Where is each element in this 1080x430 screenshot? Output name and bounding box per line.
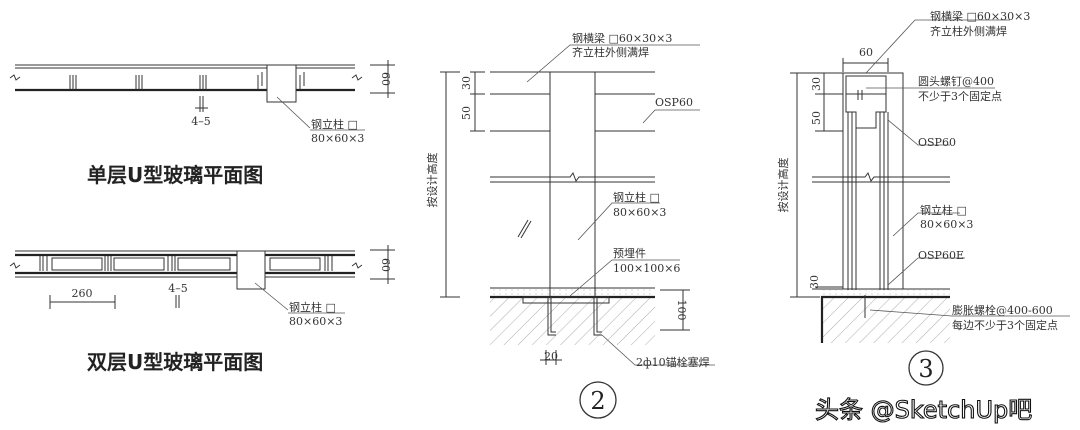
double-column-label: 钢立柱 □ <box>289 300 336 314</box>
s2-anchor-label: 2ф10锚栓塞焊 <box>636 355 710 369</box>
section-3-marker <box>908 350 944 386</box>
double-layer-plan <box>9 245 395 314</box>
single-gap-dim: 4–5 <box>191 115 211 128</box>
s3-bolt-label: 膨胀螺栓@400-600 <box>952 303 1053 317</box>
single-column-size: 80×60×3 <box>311 132 364 145</box>
s3-bolt-note: 每边不少于3个固定点 <box>952 318 1058 332</box>
s2-dim-100: 100 <box>675 300 688 321</box>
s3-screw-label: 圆头螺钉@400 <box>918 75 994 88</box>
watermark: 头条 @SketchUp吧 <box>815 396 1032 424</box>
s3-dim-30: 30 <box>810 77 823 91</box>
s3-profile-bottom-label: OSP60E <box>918 249 964 262</box>
s3-screw-note: 不少于3个固定点 <box>918 89 1002 103</box>
section-2-marker <box>579 381 617 419</box>
s2-dim-20: 20 <box>544 350 558 363</box>
s2-height-label: 按设计高度 <box>425 153 439 208</box>
double-column-size: 80×60×3 <box>289 315 342 328</box>
s2-beam-label: 钢横梁 □60×30×3 <box>572 31 672 45</box>
s2-embed-label: 预埋件 <box>613 247 646 260</box>
double-thickness-dim: 60 <box>379 258 392 272</box>
single-column-label: 钢立柱 □ <box>311 117 358 131</box>
s2-embed-size: 100×100×6 <box>613 262 680 275</box>
s3-profile-label: OSP60 <box>918 136 956 149</box>
s3-dim-30-bottom: 30 <box>808 275 821 289</box>
s2-beam-note: 齐立柱外侧满焊 <box>572 45 649 59</box>
section-3-drawing <box>790 19 1070 386</box>
s3-number: 3 <box>918 355 933 383</box>
double-spacing-dim: 260 <box>72 287 93 300</box>
double-gap-dim: 4–5 <box>168 282 188 295</box>
s3-dim-60: 60 <box>859 46 873 59</box>
single-plan-title: 单层U型玻璃平面图 <box>87 163 263 187</box>
s3-column-label: 钢立柱 □ <box>920 203 967 217</box>
s3-column-size: 80×60×3 <box>920 218 973 231</box>
s2-number: 2 <box>590 387 605 415</box>
s3-beam-label: 钢横梁 □60×30×3 <box>930 9 1030 23</box>
single-layer-plan <box>9 60 395 131</box>
s2-column-size: 80×60×3 <box>613 206 666 219</box>
double-plan-title: 双层U型玻璃平面图 <box>87 350 263 374</box>
section-2-drawing <box>440 44 715 419</box>
s2-profile-label: OSP60 <box>655 96 693 109</box>
s3-height-label: 按设计高度 <box>776 158 790 213</box>
s2-column-label: 钢立柱 □ <box>613 190 660 204</box>
s2-dim-30: 30 <box>460 76 473 90</box>
u-glass-fins <box>69 72 305 90</box>
steel-column <box>236 250 266 290</box>
s3-beam-note: 齐立柱外侧满焊 <box>930 24 1007 38</box>
s3-dim-50: 50 <box>810 111 823 125</box>
single-thickness-dim: 60 <box>379 72 392 86</box>
s2-dim-50: 50 <box>460 106 473 120</box>
steel-column <box>266 64 297 103</box>
